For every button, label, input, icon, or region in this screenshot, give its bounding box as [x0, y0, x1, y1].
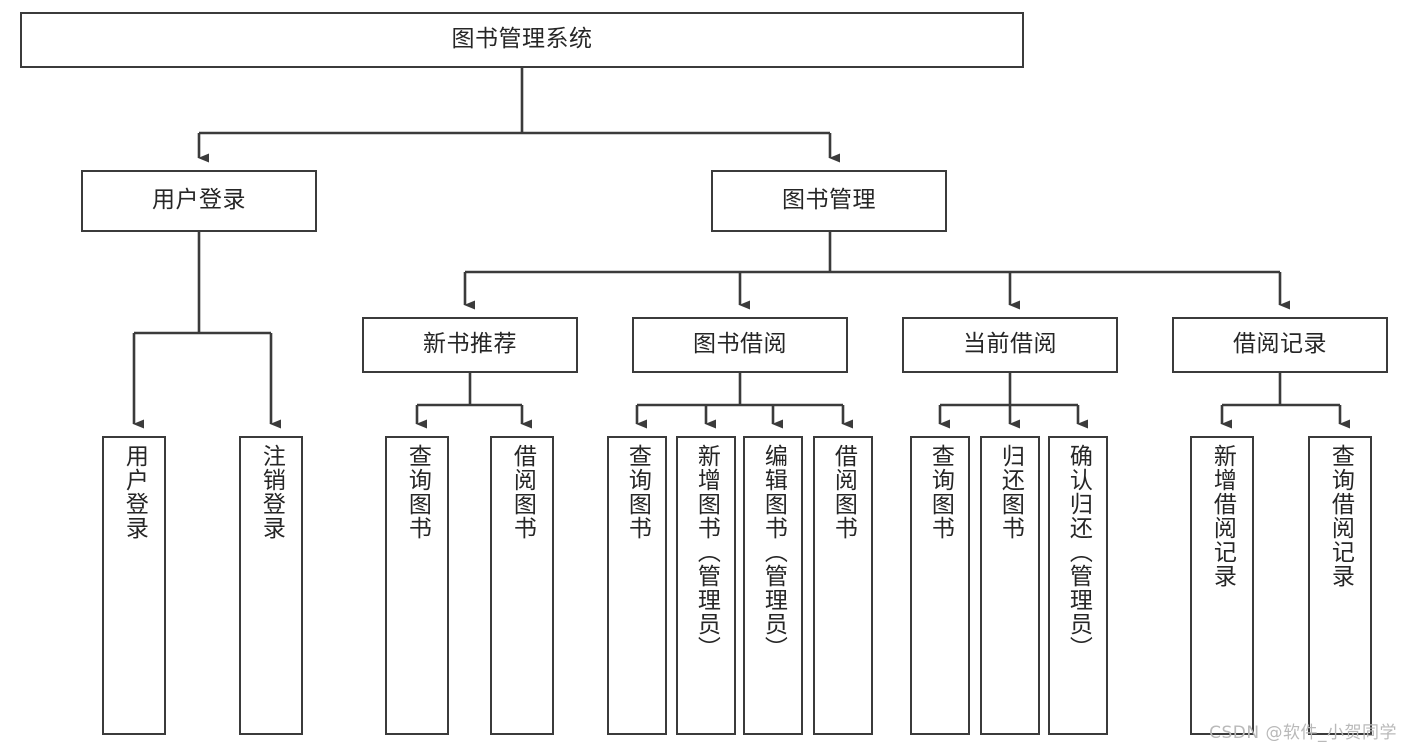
leaf-label: 查询借阅记录: [1327, 444, 1354, 588]
leaf-label: 新增借阅记录: [1209, 444, 1236, 588]
node-label: 图书管理: [782, 187, 876, 214]
leaf-label: 查询图书: [927, 444, 954, 540]
csdn-watermark: CSDN @软件_小贺同学: [1209, 723, 1397, 743]
node-book-management[interactable]: 图书管理: [711, 170, 947, 232]
leaf-label: 新增图书（管理员）: [693, 444, 720, 660]
leaf-label: 注销登录: [258, 444, 285, 540]
leaf-label: 查询图书: [624, 444, 651, 540]
node-label: 图书借阅: [693, 331, 787, 358]
leaf-current-borrow-query-book[interactable]: 查询图书: [910, 436, 970, 735]
node-current-borrow[interactable]: 当前借阅: [902, 317, 1118, 373]
leaf-label: 编辑图书（管理员）: [760, 444, 787, 660]
leaf-label: 归还图书: [997, 444, 1024, 540]
node-label: 新书推荐: [423, 331, 517, 358]
leaf-book-borrow-add-book-admin[interactable]: 新增图书（管理员）: [676, 436, 736, 735]
leaf-borrow-record-add-record[interactable]: 新增借阅记录: [1190, 436, 1254, 735]
leaf-new-book-borrow-book[interactable]: 借阅图书: [490, 436, 554, 735]
leaf-current-borrow-return-book[interactable]: 归还图书: [980, 436, 1040, 735]
node-new-book-recommend[interactable]: 新书推荐: [362, 317, 578, 373]
leaf-new-book-query-book[interactable]: 查询图书: [385, 436, 449, 735]
leaf-borrow-record-query-record[interactable]: 查询借阅记录: [1308, 436, 1372, 735]
leaf-user-login-login[interactable]: 用户登录: [102, 436, 166, 735]
leaf-user-login-logout[interactable]: 注销登录: [239, 436, 303, 735]
leaf-label: 用户登录: [121, 444, 148, 540]
leaf-current-borrow-confirm-return-admin[interactable]: 确认归还（管理员）: [1048, 436, 1108, 735]
node-label: 借阅记录: [1233, 331, 1327, 358]
node-label: 图书管理系统: [451, 26, 593, 53]
node-borrow-record[interactable]: 借阅记录: [1172, 317, 1388, 373]
leaf-book-borrow-query-book[interactable]: 查询图书: [607, 436, 667, 735]
leaf-label: 查询图书: [404, 444, 431, 540]
leaf-label: 借阅图书: [830, 444, 857, 540]
leaf-label: 借阅图书: [509, 444, 536, 540]
node-root-library-system[interactable]: 图书管理系统: [20, 12, 1024, 68]
leaf-book-borrow-edit-book-admin[interactable]: 编辑图书（管理员）: [743, 436, 803, 735]
leaf-book-borrow-borrow-book[interactable]: 借阅图书: [813, 436, 873, 735]
node-user-login[interactable]: 用户登录: [81, 170, 317, 232]
leaf-label: 确认归还（管理员）: [1065, 444, 1092, 660]
node-book-borrow[interactable]: 图书借阅: [632, 317, 848, 373]
node-label: 当前借阅: [963, 331, 1057, 358]
node-label: 用户登录: [152, 187, 246, 214]
